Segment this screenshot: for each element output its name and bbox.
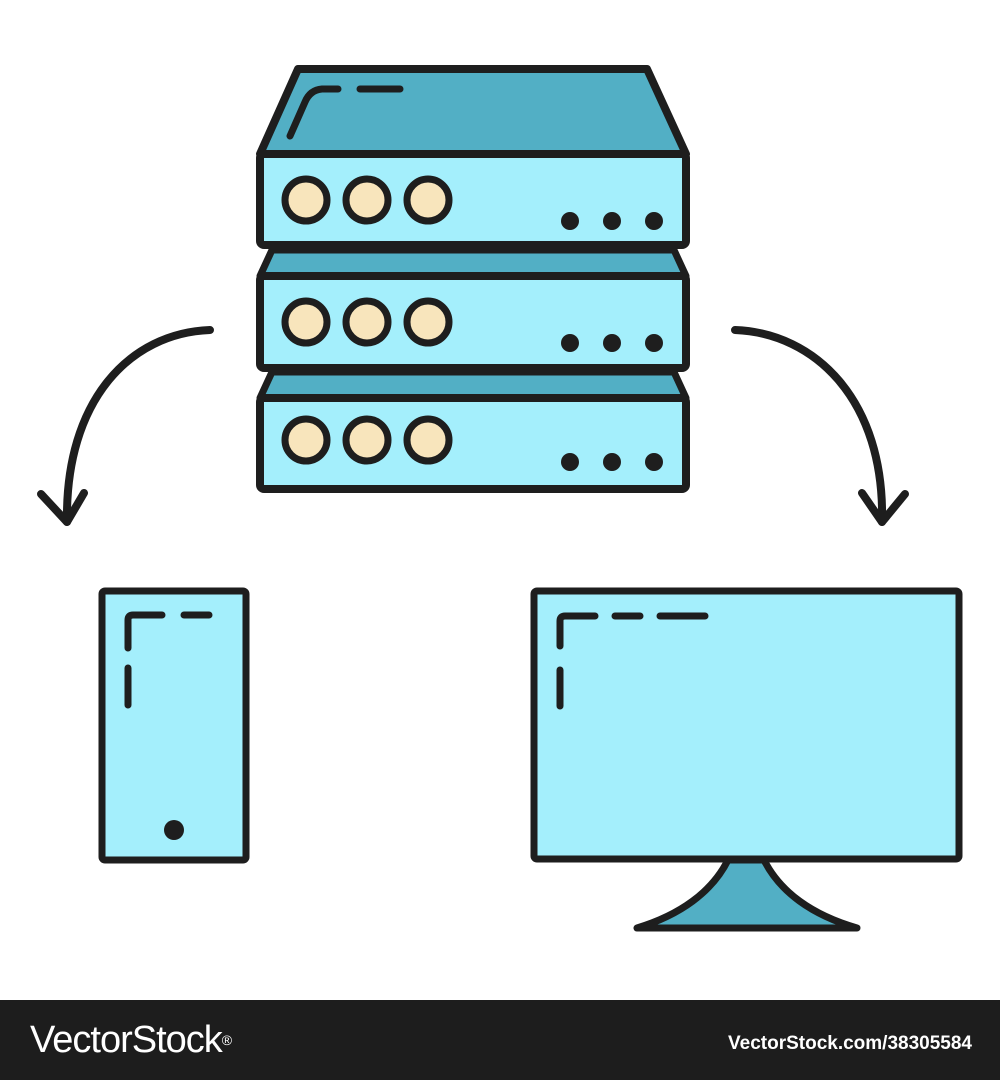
server-led [403, 415, 453, 465]
server-rack-icon [256, 65, 690, 493]
server-indicator-dot [603, 453, 621, 471]
server-led [281, 175, 331, 225]
server-indicator-dot [645, 212, 663, 230]
brand-name: VectorStock [30, 1019, 223, 1061]
server-led [342, 175, 392, 225]
server-to-devices-illustration [37, 65, 963, 932]
phone-home-button [164, 820, 184, 840]
server-unit-2 [256, 272, 690, 372]
server-led [403, 297, 453, 347]
server-indicator-dot [645, 453, 663, 471]
server-led [281, 415, 331, 465]
phone-screen-highlight [124, 611, 213, 709]
monitor-stand [633, 856, 861, 932]
monitor-screen [530, 587, 963, 863]
server-lid-highlight [286, 85, 404, 140]
server-led [342, 415, 392, 465]
smartphone-icon [98, 587, 250, 864]
server-led [403, 175, 453, 225]
server-indicator-dot [603, 334, 621, 352]
desktop-monitor-icon [530, 587, 963, 932]
server-indicator-dot [561, 334, 579, 352]
server-unit-3 [256, 394, 690, 493]
server-indicator-dot [561, 453, 579, 471]
server-led [281, 297, 331, 347]
registered-mark: ® [221, 1032, 232, 1048]
server-top-lid [256, 65, 690, 158]
server-led [342, 297, 392, 347]
server-unit-1 [256, 150, 690, 249]
brand-logo: VectorStock® [30, 1018, 232, 1062]
watermark-footer: VectorStock® VectorStock.com/38305584 [0, 1000, 1000, 1080]
image-id-label: VectorStock.com/38305584 [728, 1033, 972, 1054]
curved-arrow-right-down-icon [731, 326, 909, 526]
monitor-screen-highlight [556, 612, 709, 710]
server-indicator-dot [645, 334, 663, 352]
server-indicator-dot [603, 212, 621, 230]
curved-arrow-left-down-icon [37, 326, 214, 526]
server-indicator-dot [561, 212, 579, 230]
